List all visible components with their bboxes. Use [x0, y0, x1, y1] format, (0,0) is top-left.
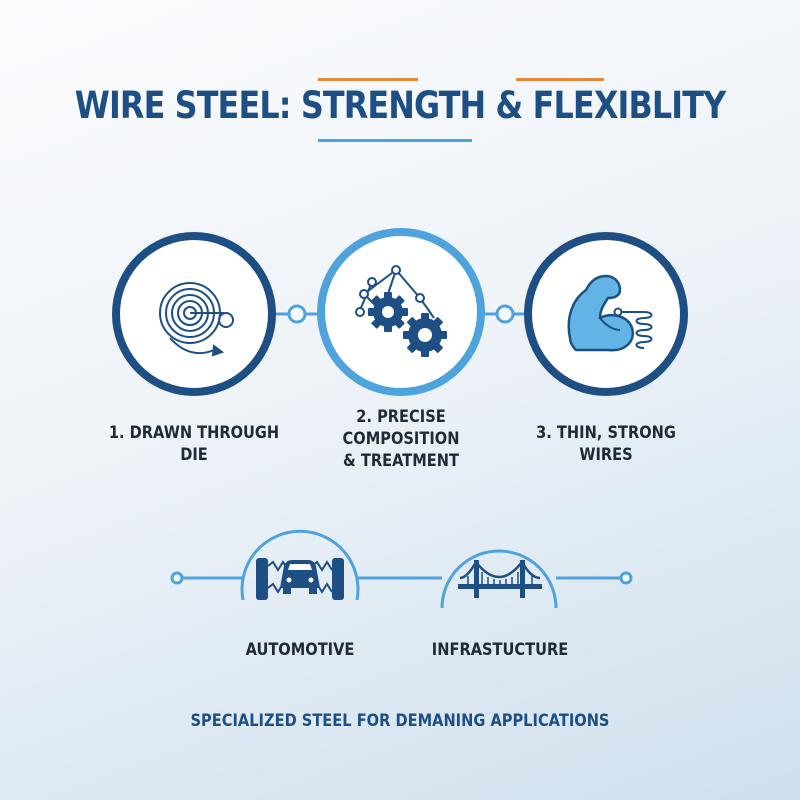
gears-network-icon [355, 265, 447, 357]
automotive-label: AUTOMOTIVE [245, 640, 355, 660]
step-3-circle [524, 232, 688, 396]
infrastructure-frame [440, 549, 558, 609]
footer-tagline: SPECIALIZED STEEL FOR DEMANING APPLICATI… [190, 711, 610, 731]
step-2-label: 2. PRECISE COMPOSITION & TREATMENT [342, 407, 460, 471]
car-suspension-icon [256, 558, 344, 600]
wire-coil-icon [159, 282, 234, 357]
title-accent-left [318, 78, 418, 81]
automotive-frame [240, 529, 360, 601]
title-accent-right [516, 78, 604, 81]
title-underline [318, 139, 472, 142]
flexed-arm-spring-icon [567, 274, 653, 352]
step-3-label: 3. THIN, STRONG WIRES [536, 423, 676, 465]
infrastructure-label: INFRASTUCTURE [431, 640, 569, 660]
suspension-bridge-icon [458, 559, 542, 598]
step-connectors [272, 304, 527, 324]
page-title: WIRE STEEL: STRENGTH & FLEXIBLITY [74, 84, 726, 127]
step-1-label: 1. DRAWN THROUGH DIE [108, 423, 280, 465]
applications-connector [170, 571, 633, 585]
